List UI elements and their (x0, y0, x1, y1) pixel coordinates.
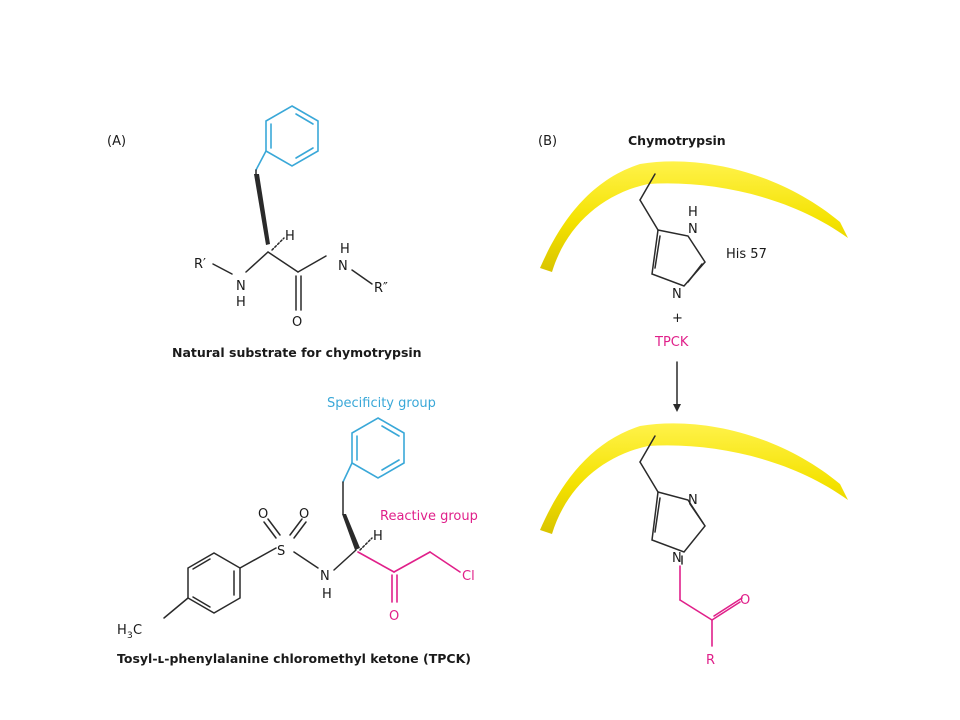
reaction-arrow (673, 361, 681, 412)
substrate-h-under-n: H (236, 295, 246, 310)
tpck-cl: Cl (462, 569, 475, 584)
h3c-c: C (133, 623, 142, 638)
his57-imidazole (639, 173, 706, 287)
product-alkyl-chain (679, 565, 743, 647)
tosyl-ring (187, 552, 241, 614)
tpck-phenyl-ring (351, 417, 405, 479)
tpck-o1: O (258, 507, 268, 522)
product-r: R (706, 653, 715, 668)
tpck-caption: Tosyl-ʟ-phenylalanine chloromethyl keton… (117, 651, 471, 666)
tpck-methyl-label: H 3 C (117, 623, 142, 641)
substrate-o: O (292, 315, 302, 330)
specificity-group-label: Specificity group (327, 396, 436, 411)
tpck-s: S (277, 544, 285, 559)
enzyme-backbone-bottom (540, 423, 848, 534)
product-n-top: N (688, 493, 698, 508)
substrate-h-over-n: H (340, 242, 350, 257)
his-ring-n-bottom: N (672, 287, 682, 302)
tpck-o-keto: O (389, 609, 399, 624)
product-o: O (740, 593, 750, 608)
substrate-n-left: N (236, 279, 246, 294)
substrate-r-double-prime: R″ (374, 281, 388, 296)
tpck-reagent-label: TPCK (654, 335, 689, 350)
enzyme-label: Chymotrypsin (628, 133, 726, 148)
substrate-caption: Natural substrate for chymotrypsin (172, 345, 422, 360)
tpck-n: N (320, 569, 330, 584)
substrate-r-prime: R′ (194, 257, 206, 272)
enzyme-backbone-top (540, 161, 848, 272)
natural-substrate-structure: H O R′ N H H N R″ (194, 105, 388, 330)
tpck-h-under-n: H (322, 587, 332, 602)
substrate-n-right: N (338, 259, 348, 274)
substrate-wedge-bond (254, 174, 270, 245)
plus-sign: + (672, 311, 683, 326)
h3c-subscript: 3 (127, 631, 133, 641)
reactive-group-label: Reactive group (380, 509, 478, 524)
panel-b-label: (B) (538, 134, 557, 149)
his57-label: His 57 (726, 247, 767, 262)
panel-a-label: (A) (107, 134, 126, 149)
tpck-h-alpha: H (373, 529, 383, 544)
tpck-structure: H O O S N H (163, 417, 461, 619)
substrate-phenyl-ring (265, 105, 319, 167)
tpck-o2: O (299, 507, 309, 522)
tpck-wedge-bond (342, 514, 360, 550)
product-n-bottom: N (672, 551, 682, 566)
h3c-h: H (117, 623, 127, 638)
substrate-h-alpha: H (285, 229, 295, 244)
his-ring-h: H (688, 205, 698, 220)
his-ring-n-top: N (688, 222, 698, 237)
product-imidazole (639, 435, 706, 565)
